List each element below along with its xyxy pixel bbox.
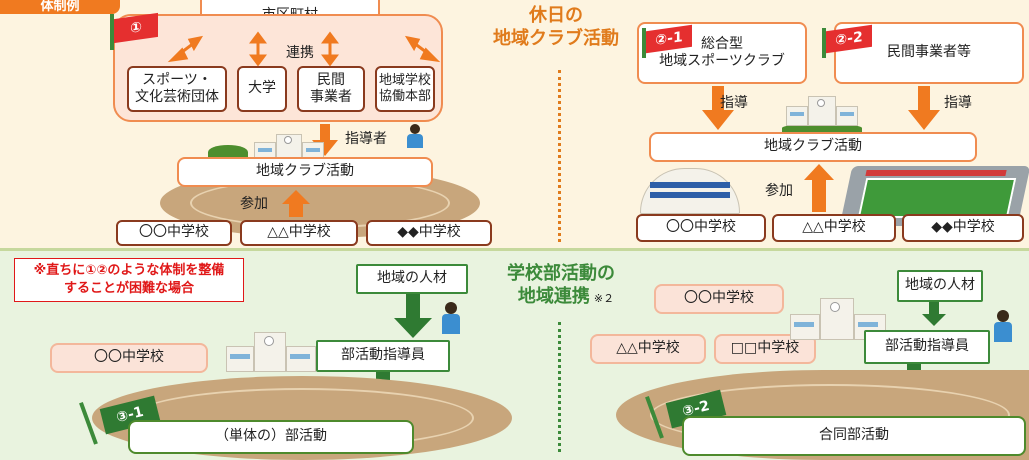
local-talent-box-2: 地域の人材 — [897, 270, 983, 302]
school-box-6: ◆◆中学校 — [902, 214, 1024, 242]
private-business-box: 民間事業者等 — [834, 22, 1024, 84]
red-note: ※直ちに①②のような体制を整備 することが困難な場合 — [14, 258, 244, 302]
badge-2-2-flag: ②-2 — [822, 24, 874, 58]
section-divider — [0, 248, 1029, 251]
school-building-illustration-2 — [782, 94, 862, 134]
badge-2-1-flag: ②-1 — [642, 24, 694, 58]
school-box-3: ◆◆中学校 — [366, 220, 492, 246]
local-talent-box: 地域の人材 — [356, 264, 468, 294]
badge-1-flag: ① — [110, 12, 160, 50]
school-box-bottom-1: 〇〇中学校 — [50, 343, 208, 373]
guide-label-2: 指導 — [944, 95, 972, 111]
instructor-person-icon-3 — [992, 310, 1014, 350]
tree-illustration — [208, 145, 248, 159]
school-building-illustration-3 — [226, 332, 316, 372]
org-box-sports-culture: スポーツ・ 文化芸術団体 — [127, 66, 227, 112]
gymnasium-illustration — [640, 168, 740, 214]
participate-label-2: 参加 — [765, 183, 793, 199]
footnote-marker: ※２ — [593, 292, 615, 306]
school-box-bottom-2: 〇〇中学校 — [654, 284, 784, 314]
cooperation-label: 連携 — [286, 45, 314, 61]
club-activity-box: 地域クラブ活動 — [177, 157, 433, 187]
guide-label-1: 指導 — [720, 95, 748, 111]
school-box-4: 〇〇中学校 — [636, 214, 766, 242]
participate-label: 参加 — [240, 196, 268, 212]
school-club-title: 学校部活動の 地域連携※２ — [507, 263, 615, 308]
club-instructor-box-2: 部活動指導員 — [864, 330, 990, 364]
school-box-bottom-3: △△中学校 — [590, 334, 706, 364]
school-building-illustration-4 — [790, 296, 886, 340]
school-building-illustration — [254, 128, 324, 160]
corner-tag: 体制例 — [0, 0, 120, 14]
instructor-person-icon-2 — [440, 302, 462, 342]
org-box-private-business: 民間 事業者 — [297, 66, 365, 112]
school-box-1: 〇〇中学校 — [116, 220, 232, 246]
school-box-5: △△中学校 — [772, 214, 896, 242]
school-box-2: △△中学校 — [240, 220, 358, 246]
club-instructor-box: 部活動指導員 — [316, 340, 450, 372]
joint-club-activity-box: 合同部活動 — [682, 416, 1026, 456]
divider-dots-bottom — [558, 322, 561, 452]
instructor-label: 指導者 — [345, 131, 387, 147]
single-club-activity-box: （単体の）部活動 — [128, 420, 414, 454]
holiday-club-title: 休日の 地域クラブ活動 — [493, 5, 619, 50]
club-activity-box-2: 地域クラブ活動 — [649, 132, 977, 162]
instructor-person-icon — [404, 124, 426, 154]
divider-dots-top — [558, 70, 561, 242]
org-box-university: 大学 — [237, 66, 287, 112]
org-box-school-community: 地域学校 協働本部 — [375, 66, 435, 112]
